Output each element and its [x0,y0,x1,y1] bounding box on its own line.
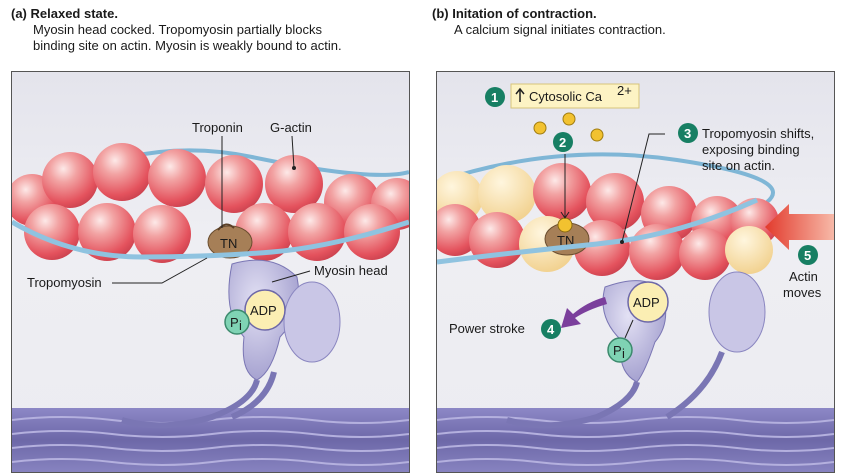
thick-filament-b [437,408,834,472]
step-3-marker: 3 [678,123,698,143]
calcium-ions [533,112,604,142]
svg-text:5: 5 [804,248,811,263]
panel-a-illustration: TN ADP P i Troponin G-actin Myosin head … [12,120,409,472]
tropomyosin-front-strand-b [437,197,759,265]
panel-b-illustration: TN ADP P i 1 Cytosolic Ca 2+ 2 [437,83,834,472]
cytosolic-calcium-label: Cytosolic Ca [529,89,603,104]
step-4-marker: 4 [541,319,561,339]
adp-molecule-b: ADP [627,281,669,323]
pi-subscript-b: i [622,346,625,361]
tn-label-a: TN [220,236,237,251]
troponin-label: Troponin [192,120,243,135]
tropomyosin-front-strand-a [12,219,409,260]
cytosolic-calcium-box: Cytosolic Ca 2+ [510,83,640,109]
tropomyosin-shift-line-1: Tropomyosin shifts, [702,126,814,141]
tropomyosin-back-strand-b [437,152,775,204]
actin-moves-line-1: Actin [789,269,818,284]
panel-b-header: (b) Initation of contraction. A calcium … [432,6,666,38]
panel-a-description-line-2: binding site on actin. Myosin is weakly … [33,38,342,53]
panel-b-title: (b) Initation of contraction. [432,6,597,21]
svg-text:1: 1 [491,90,498,105]
panel-b-description-line-1: A calcium signal initiates contraction. [454,22,666,37]
step-2-marker: 2 [553,132,573,152]
step-5-marker: 5 [798,245,818,265]
actin-movement-arrow [765,204,834,250]
pi-label-b: P [613,343,622,358]
up-arrow-icon [515,87,525,102]
pi-molecule-a: P i [224,309,250,335]
pi-subscript-a: i [239,318,242,333]
adp-label-b: ADP [633,295,660,310]
tropomyosin-shift-line-2: exposing binding [702,142,800,157]
panel-a-description-line-1: Myosin head cocked. Tropomyosin partiall… [33,22,323,37]
tropomyosin-shift-line-3: site on actin. [702,158,775,173]
actin-moves-line-2: moves [783,285,822,300]
actin-filament-b [437,163,779,280]
myosin-head-a [121,259,341,429]
svg-text:4: 4 [547,322,555,337]
adp-label-a: ADP [250,303,277,318]
svg-text:3: 3 [684,126,691,141]
pi-molecule-b: P i [607,337,633,363]
myosin-head-label: Myosin head [314,263,388,278]
troponin-complex-a: TN [207,223,253,259]
calcium-superscript: 2+ [617,83,632,98]
power-stroke-arrow [561,297,607,328]
tropomyosin-label: Tropomyosin [27,275,102,290]
adp-molecule-a: ADP [244,289,286,331]
svg-text:2: 2 [559,135,566,150]
pi-label-a: P [230,315,239,330]
power-stroke-label: Power stroke [449,321,525,336]
g-actin-label: G-actin [270,120,312,135]
step-1-marker: 1 [485,87,505,107]
panel-a-relaxed-state: TN ADP P i Troponin G-actin Myosin head … [11,71,410,473]
panel-a-header: (a) Relaxed state. Myosin head cocked. T… [11,6,342,54]
panel-a-title: (a) Relaxed state. [11,6,118,21]
panel-b-contraction-initiation: TN ADP P i 1 Cytosolic Ca 2+ 2 [436,71,835,473]
